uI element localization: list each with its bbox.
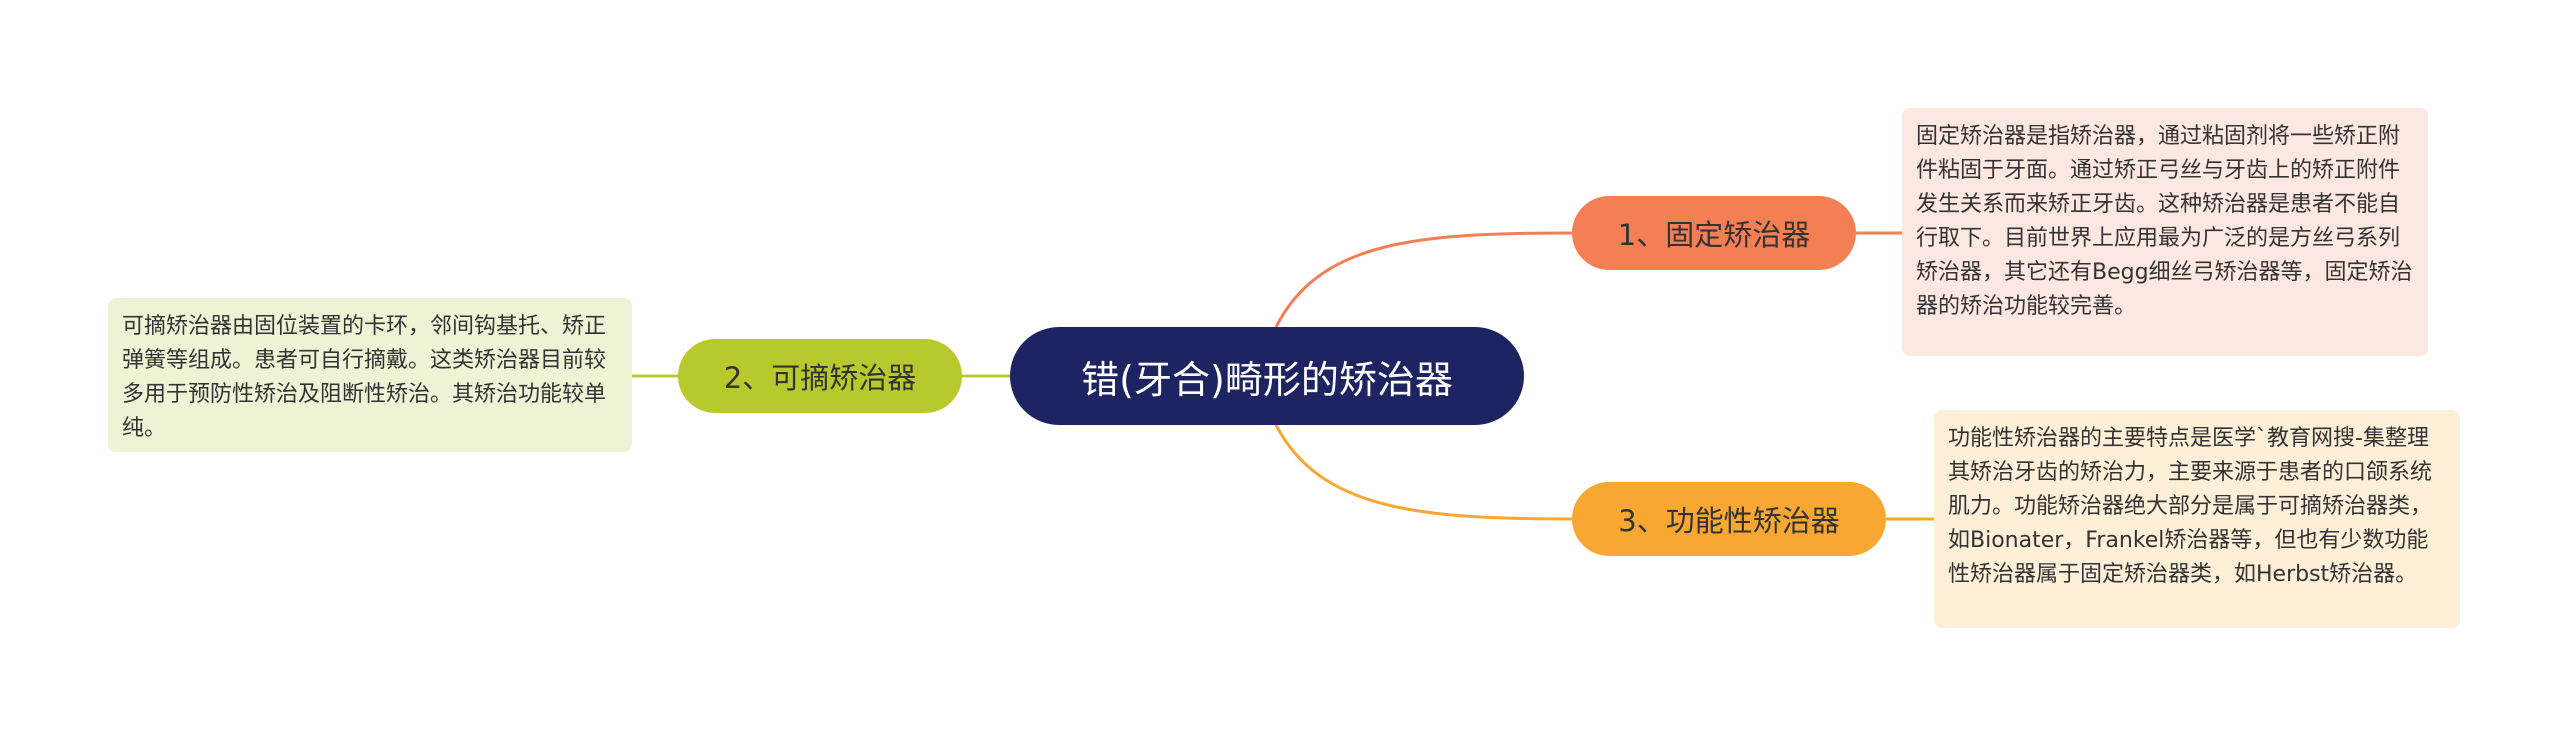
- branch-functional-appliance[interactable]: 3、功能性矫治器: [1572, 482, 1886, 556]
- root-topic[interactable]: 错(牙合)畸形的矫治器: [1010, 327, 1524, 425]
- branch-functional-appliance-label: 3、功能性矫治器: [1618, 504, 1840, 538]
- root-topic-label: 错(牙合)畸形的矫治器: [1081, 357, 1453, 402]
- note-fixed-appliance: 固定矫治器是指矫治器，通过粘固剂将一些矫正附件粘固于牙面。通过矫正弓丝与牙齿上的…: [1902, 108, 2428, 356]
- note-removable-appliance-text: 可摘矫治器由固位装置的卡环，邻间钩基托、矫正弹簧等组成。患者可自行摘戴。这类矫治…: [122, 314, 607, 441]
- note-functional-appliance-text: 功能性矫治器的主要特点是医学`教育网搜-集整理其矫治牙齿的矫治力，主要来源于患者…: [1948, 426, 2433, 587]
- branch-removable-appliance-label: 2、可摘矫治器: [723, 361, 917, 395]
- note-removable-appliance: 可摘矫治器由固位装置的卡环，邻间钩基托、矫正弹簧等组成。患者可自行摘戴。这类矫治…: [108, 298, 632, 452]
- connector-root-to-branch-1: [1274, 231, 1573, 328]
- note-fixed-appliance-text: 固定矫治器是指矫治器，通过粘固剂将一些矫正附件粘固于牙面。通过矫正弓丝与牙齿上的…: [1916, 124, 2413, 319]
- note-functional-appliance: 功能性矫治器的主要特点是医学`教育网搜-集整理其矫治牙齿的矫治力，主要来源于患者…: [1934, 410, 2460, 628]
- connector-root-to-branch-3: [1274, 424, 1573, 521]
- branch-removable-appliance[interactable]: 2、可摘矫治器: [678, 339, 962, 413]
- branch-fixed-appliance-label: 1、固定矫治器: [1617, 218, 1811, 252]
- branch-fixed-appliance[interactable]: 1、固定矫治器: [1572, 196, 1856, 270]
